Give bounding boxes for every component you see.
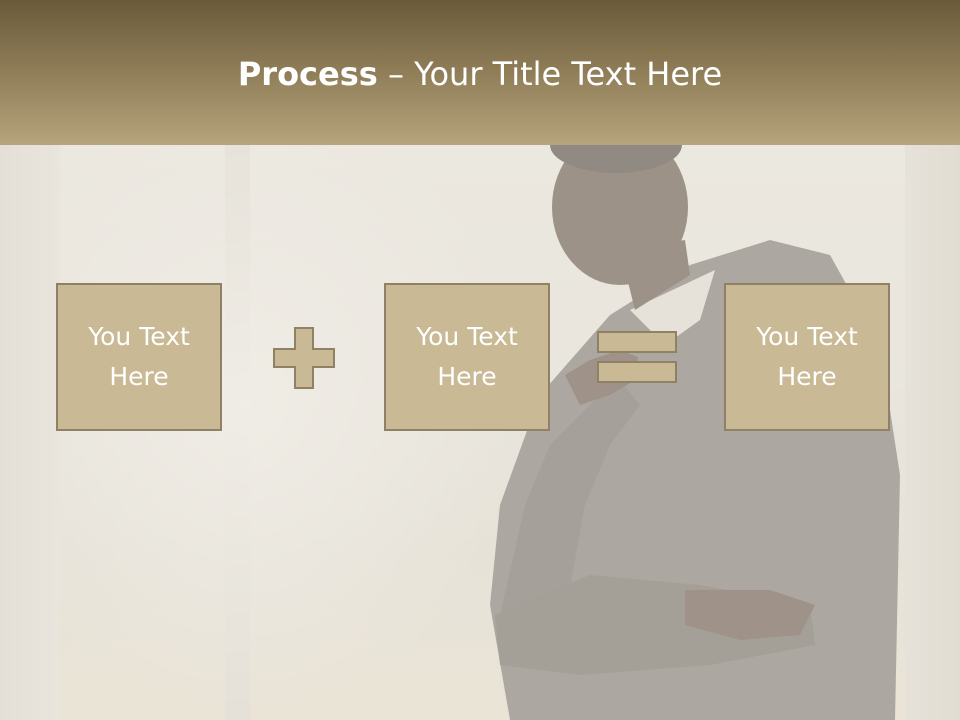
image-overlay: [0, 145, 960, 720]
equals-icon: [597, 331, 677, 383]
title-rest: – Your Title Text Here: [377, 55, 723, 93]
process-box-3-text: You Text Here: [756, 322, 858, 391]
process-box-2-text: You Text Here: [416, 322, 518, 391]
process-box-2[interactable]: You Text Here: [384, 283, 550, 431]
slide-title[interactable]: Process – Your Title Text Here: [0, 52, 960, 96]
process-box-1[interactable]: You Text Here: [56, 283, 222, 431]
title-bold: Process: [237, 55, 378, 93]
process-box-3[interactable]: You Text Here: [724, 283, 890, 431]
process-box-1-text: You Text Here: [88, 322, 190, 391]
title-bar: Process – Your Title Text Here: [0, 0, 960, 145]
plus-icon: [273, 327, 335, 389]
